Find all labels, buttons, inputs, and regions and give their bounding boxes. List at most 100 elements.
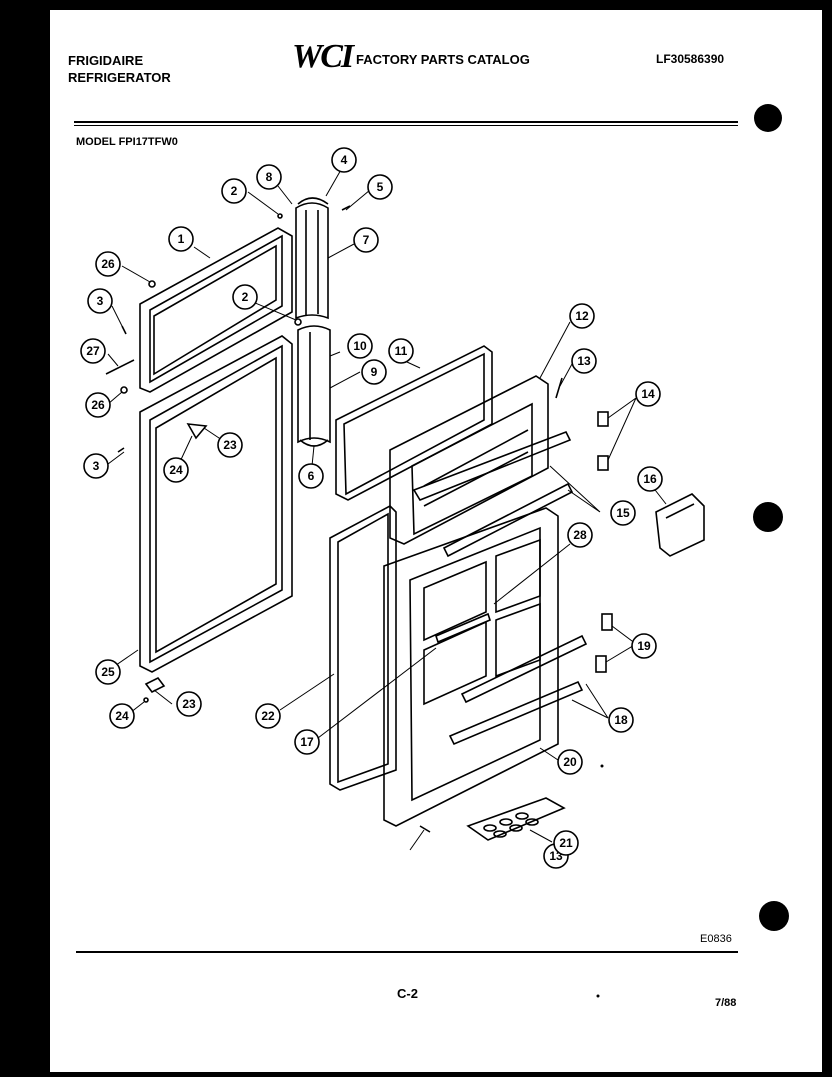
callout-circle: [255, 703, 281, 729]
brand-name: FRIGIDAIRE: [68, 53, 144, 68]
callout-number: 16: [643, 472, 657, 486]
callout-circle: [637, 466, 663, 492]
fresh-food-gasket: [329, 505, 397, 791]
callout-26: 26: [95, 251, 121, 277]
screws-and-hinge-pins: [105, 205, 563, 833]
callout-number: 1: [178, 232, 185, 246]
dairy-compartment-door: [655, 493, 705, 557]
callout-circle: [163, 457, 189, 483]
callout-1: 1: [168, 226, 194, 252]
callout-circle: [353, 227, 379, 253]
callout-number: 3: [93, 459, 100, 473]
callout-13: 13: [571, 348, 597, 374]
scan-hole-mark: [754, 104, 782, 132]
callout-number: 20: [563, 755, 577, 769]
callout-28: 28: [567, 522, 593, 548]
callout-number: 25: [101, 665, 115, 679]
callout-16: 16: [637, 466, 663, 492]
callout-18: 18: [608, 707, 634, 733]
callout-number: 11: [395, 344, 408, 358]
header-rule-thin: [74, 125, 738, 126]
callout-3: 3: [83, 453, 109, 479]
callout-9: 9: [361, 359, 387, 385]
callout-circle: [553, 830, 579, 856]
header-rule: [74, 121, 738, 123]
callout-number: 9: [371, 365, 378, 379]
door-shelf-bars: [435, 612, 588, 746]
handle-lower: [297, 325, 331, 447]
callout-circle: [294, 729, 320, 755]
callout-circle: [109, 703, 135, 729]
callout-7: 7: [353, 227, 379, 253]
callout-number: 27: [86, 344, 100, 358]
callout-12: 12: [569, 303, 595, 329]
callout-circle: [83, 453, 109, 479]
callout-number: 7: [363, 233, 370, 247]
callout-number: 13: [577, 354, 591, 368]
callout-circle: [567, 522, 593, 548]
catalog-title: FACTORY PARTS CATALOG: [356, 52, 530, 67]
callout-number: 12: [575, 309, 589, 323]
callout-number: 3: [97, 294, 104, 308]
callout-14: 14: [635, 381, 661, 407]
callout-26: 26: [85, 392, 111, 418]
callout-3: 3: [87, 288, 113, 314]
part-number: LF30586390: [656, 52, 725, 66]
callout-circle: [168, 226, 194, 252]
callout-number: 24: [169, 463, 183, 477]
callout-circle: [571, 348, 597, 374]
footer-rule: [76, 951, 738, 953]
callout-number: 2: [242, 290, 249, 304]
page-number: C-2: [397, 986, 418, 1001]
callout-leaders: [105, 167, 667, 851]
callout-number: 5: [377, 180, 384, 194]
callout-circle: [85, 392, 111, 418]
callout-circle: [635, 381, 661, 407]
callout-circle: [95, 659, 121, 685]
egg-tray: [466, 797, 566, 841]
callout-number: 26: [91, 398, 105, 412]
callout-number: 17: [300, 735, 314, 749]
callout-25: 25: [95, 659, 121, 685]
callout-number: 2: [231, 184, 238, 198]
callout-2: 2: [221, 178, 247, 204]
callout-number: 19: [637, 639, 651, 653]
callout-circle: [557, 749, 583, 775]
callout-circle: [95, 251, 121, 277]
callout-24: 24: [109, 703, 135, 729]
scan-hole-mark: [759, 901, 789, 931]
callout-number: 15: [616, 506, 630, 520]
callout-circle: [347, 333, 373, 359]
callout-number: 4: [341, 153, 348, 167]
callout-2: 2: [232, 284, 258, 310]
fresh-food-inner-liner: [383, 507, 559, 827]
callout-circle: [631, 633, 657, 659]
callout-number: 6: [308, 469, 315, 483]
speck: [596, 994, 600, 998]
speck: [600, 764, 604, 768]
callout-24: 24: [163, 457, 189, 483]
wci-logo: WCI: [292, 38, 354, 75]
callout-number: 8: [266, 170, 273, 184]
scan-hole-mark: [753, 502, 783, 532]
callout-circle: [388, 338, 414, 364]
callout-number: 23: [182, 697, 196, 711]
callout-15: 15: [610, 500, 636, 526]
callout-circle: [298, 463, 324, 489]
callout-number: 24: [115, 709, 129, 723]
callout-number: 21: [559, 836, 573, 850]
callout-circle: [367, 174, 393, 200]
callout-number: 28: [573, 528, 587, 542]
freezer-gasket: [335, 345, 493, 501]
callout-17: 17: [294, 729, 320, 755]
callout-circle: [87, 288, 113, 314]
callout-11: 11: [388, 338, 414, 364]
freezer-shelf: [412, 430, 574, 558]
freezer-inner-liner: [389, 375, 549, 545]
shelf-brackets: [595, 411, 613, 673]
callout-10: 10: [347, 333, 373, 359]
callout-number: 23: [223, 438, 237, 452]
callout-number: 10: [353, 339, 367, 353]
callout-23: 23: [217, 432, 243, 458]
